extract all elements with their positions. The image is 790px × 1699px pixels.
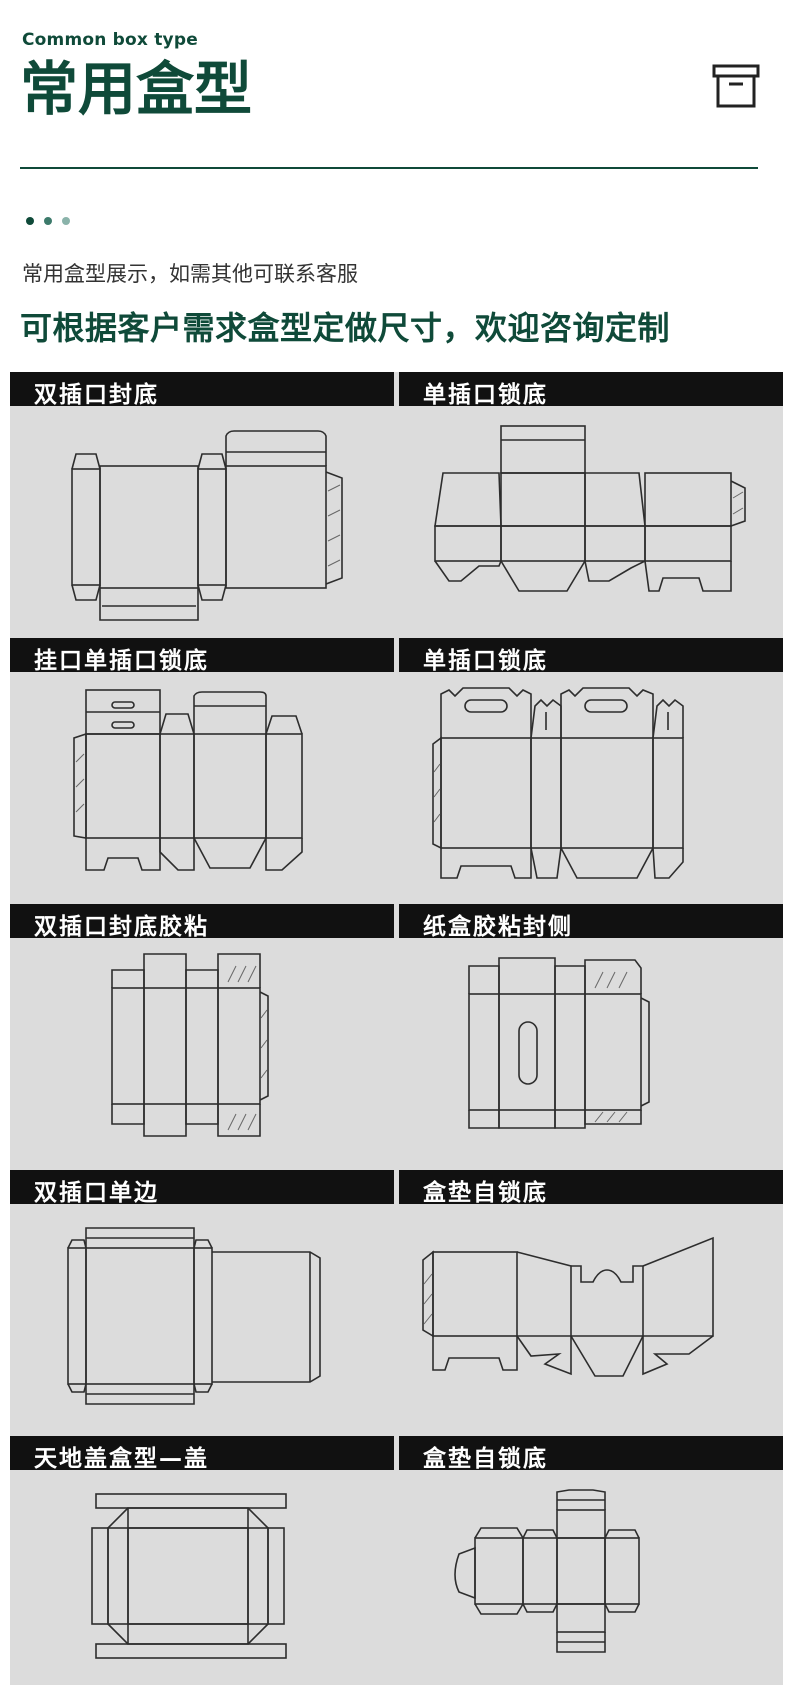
archive-box-icon bbox=[712, 64, 760, 108]
box-type-card[interactable]: 双插口封底 bbox=[10, 372, 394, 635]
dot bbox=[44, 217, 52, 225]
box-type-grid: 双插口封底 单插口锁底 bbox=[10, 372, 783, 1685]
box-type-label: 纸盒胶粘封侧 bbox=[423, 914, 573, 940]
dieline-diagram bbox=[432, 687, 684, 879]
dieline-diagram bbox=[91, 1493, 287, 1659]
box-type-card[interactable]: 天地盖盒型—盖 bbox=[10, 1436, 394, 1699]
box-type-label: 盒垫自锁底 bbox=[423, 1446, 548, 1472]
page-title: 常用盒型 bbox=[20, 55, 253, 123]
dieline-diagram bbox=[468, 957, 650, 1129]
box-type-label: 盒垫自锁底 bbox=[423, 1180, 548, 1206]
box-type-label: 单插口锁底 bbox=[423, 648, 548, 674]
dieline-diagram bbox=[422, 1236, 714, 1377]
box-type-label: 挂口单插口锁底 bbox=[34, 648, 209, 674]
box-type-label-bar: 盒垫自锁底 bbox=[399, 1170, 783, 1206]
box-type-card[interactable]: 单插口锁底 bbox=[399, 638, 783, 901]
dot bbox=[26, 217, 34, 225]
dieline-diagram bbox=[111, 953, 269, 1137]
dieline-diagram bbox=[67, 1227, 321, 1405]
box-type-card[interactable]: 盒垫自锁底 bbox=[399, 1170, 783, 1433]
box-type-card[interactable]: 单插口锁底 bbox=[399, 372, 783, 635]
dieline-diagram bbox=[73, 689, 303, 871]
box-type-card[interactable]: 纸盒胶粘封侧 bbox=[399, 904, 783, 1167]
box-type-label: 双插口封底胶粘 bbox=[34, 914, 209, 940]
box-type-label: 双插口单边 bbox=[34, 1180, 159, 1206]
pagination-dots bbox=[26, 217, 70, 225]
headline: 可根据客户需求盒型定做尺寸，欢迎咨询定制 bbox=[20, 309, 671, 347]
title-divider bbox=[20, 167, 758, 169]
dieline-diagram bbox=[71, 430, 343, 621]
box-type-label-bar: 盒垫自锁底 bbox=[399, 1436, 783, 1472]
dieline-diagram bbox=[434, 425, 746, 592]
subtitle-english: Common box type bbox=[22, 30, 198, 50]
box-type-label-bar: 挂口单插口锁底 bbox=[10, 638, 394, 674]
dot bbox=[62, 217, 70, 225]
box-type-label-bar: 双插口封底 bbox=[10, 372, 394, 408]
box-type-label-bar: 单插口锁底 bbox=[399, 638, 783, 674]
box-type-card[interactable]: 盒垫自锁底 bbox=[399, 1436, 783, 1699]
intro-text: 常用盒型展示，如需其他可联系客服 bbox=[22, 262, 358, 286]
dieline-diagram bbox=[454, 1489, 640, 1653]
box-type-label: 双插口封底 bbox=[34, 382, 159, 408]
box-type-label: 天地盖盒型—盖 bbox=[34, 1446, 209, 1472]
box-type-card[interactable]: 挂口单插口锁底 bbox=[10, 638, 394, 901]
box-type-card[interactable]: 双插口封底胶粘 bbox=[10, 904, 394, 1167]
box-type-label-bar: 纸盒胶粘封侧 bbox=[399, 904, 783, 940]
box-type-label-bar: 天地盖盒型—盖 bbox=[10, 1436, 394, 1472]
box-type-label-bar: 双插口封底胶粘 bbox=[10, 904, 394, 940]
box-type-label-bar: 单插口锁底 bbox=[399, 372, 783, 408]
box-type-card[interactable]: 双插口单边 bbox=[10, 1170, 394, 1433]
box-type-label-bar: 双插口单边 bbox=[10, 1170, 394, 1206]
box-type-label: 单插口锁底 bbox=[423, 382, 548, 408]
